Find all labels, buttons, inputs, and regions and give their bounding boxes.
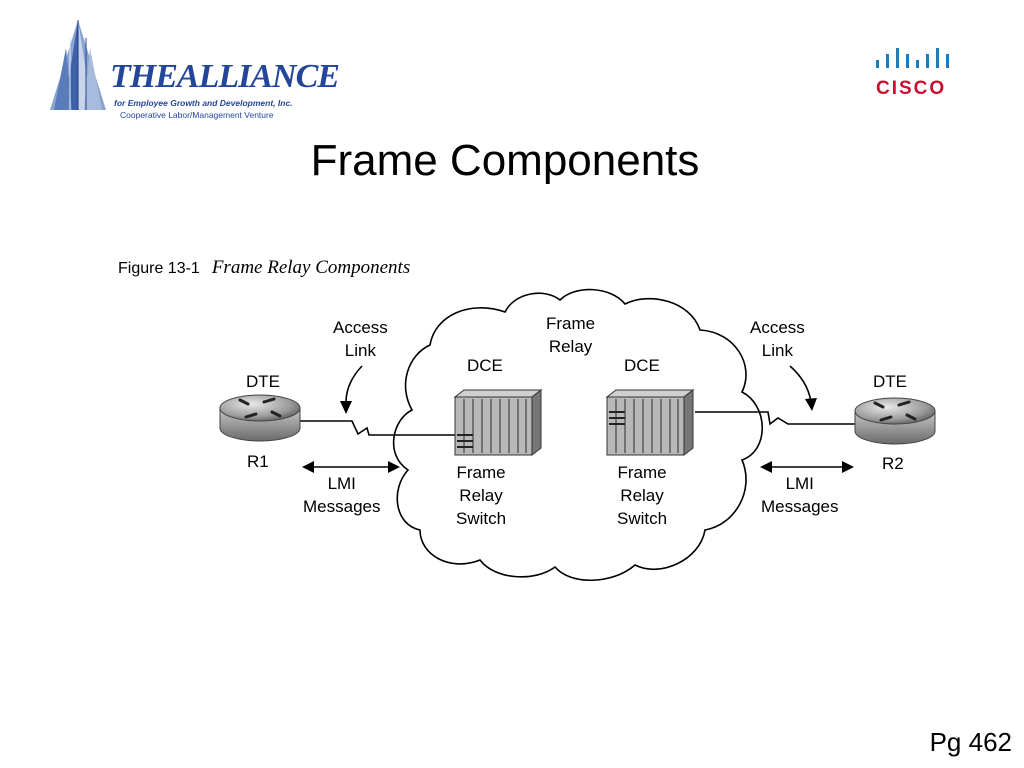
access-link-right-line [695, 411, 860, 426]
router-r1-icon [219, 394, 301, 442]
router-r2-label: R2 [882, 454, 904, 473]
alliance-logo: THEALLIANCE for Employee Growth and Deve… [48, 18, 340, 123]
access-link-right-label: Access Link [750, 318, 805, 360]
frame-relay-cloud-label: Frame Relay [546, 314, 596, 356]
figure-number: Figure 13-1 [118, 260, 200, 277]
dte-right-label: DTE [873, 372, 907, 391]
figure-caption: Figure 13-1 Frame Relay Components [118, 257, 410, 279]
figure-title: Frame Relay Components [211, 257, 411, 278]
skyscraper-icon [50, 20, 106, 110]
dte-left-label: DTE [246, 372, 280, 391]
page-title: Frame Components [310, 136, 700, 185]
cisco-wordmark: CISCO [876, 78, 947, 99]
frame-relay-switch-left-icon [453, 388, 543, 457]
access-link-left-label: Access Link [333, 318, 388, 360]
alliance-tagline: for Employee Growth and Development, Inc… [114, 98, 293, 108]
cisco-bars-icon [876, 48, 949, 68]
page-number: Pg 462 [929, 727, 1012, 757]
dce-left-label: DCE [467, 356, 503, 375]
cisco-logo: CISCO [868, 44, 958, 100]
alliance-subtitle: Cooperative Labor/Management Venture [120, 110, 274, 120]
frame-relay-switch-right-icon [605, 388, 695, 457]
lmi-right-label: LMI Messages [761, 474, 839, 516]
router-r2-icon [854, 397, 936, 445]
access-link-left-line [300, 420, 455, 436]
dce-right-label: DCE [624, 356, 660, 375]
frame-relay-switch-right-label: Frame Relay Switch [617, 463, 668, 528]
router-r1-label: R1 [247, 452, 269, 471]
lmi-left-label: LMI Messages [303, 474, 381, 516]
access-link-left-arrow [345, 365, 363, 406]
frame-relay-switch-left-label: Frame Relay Switch [456, 463, 507, 528]
access-link-right-arrow [789, 365, 812, 403]
alliance-brand: THEALLIANCE [110, 58, 340, 95]
